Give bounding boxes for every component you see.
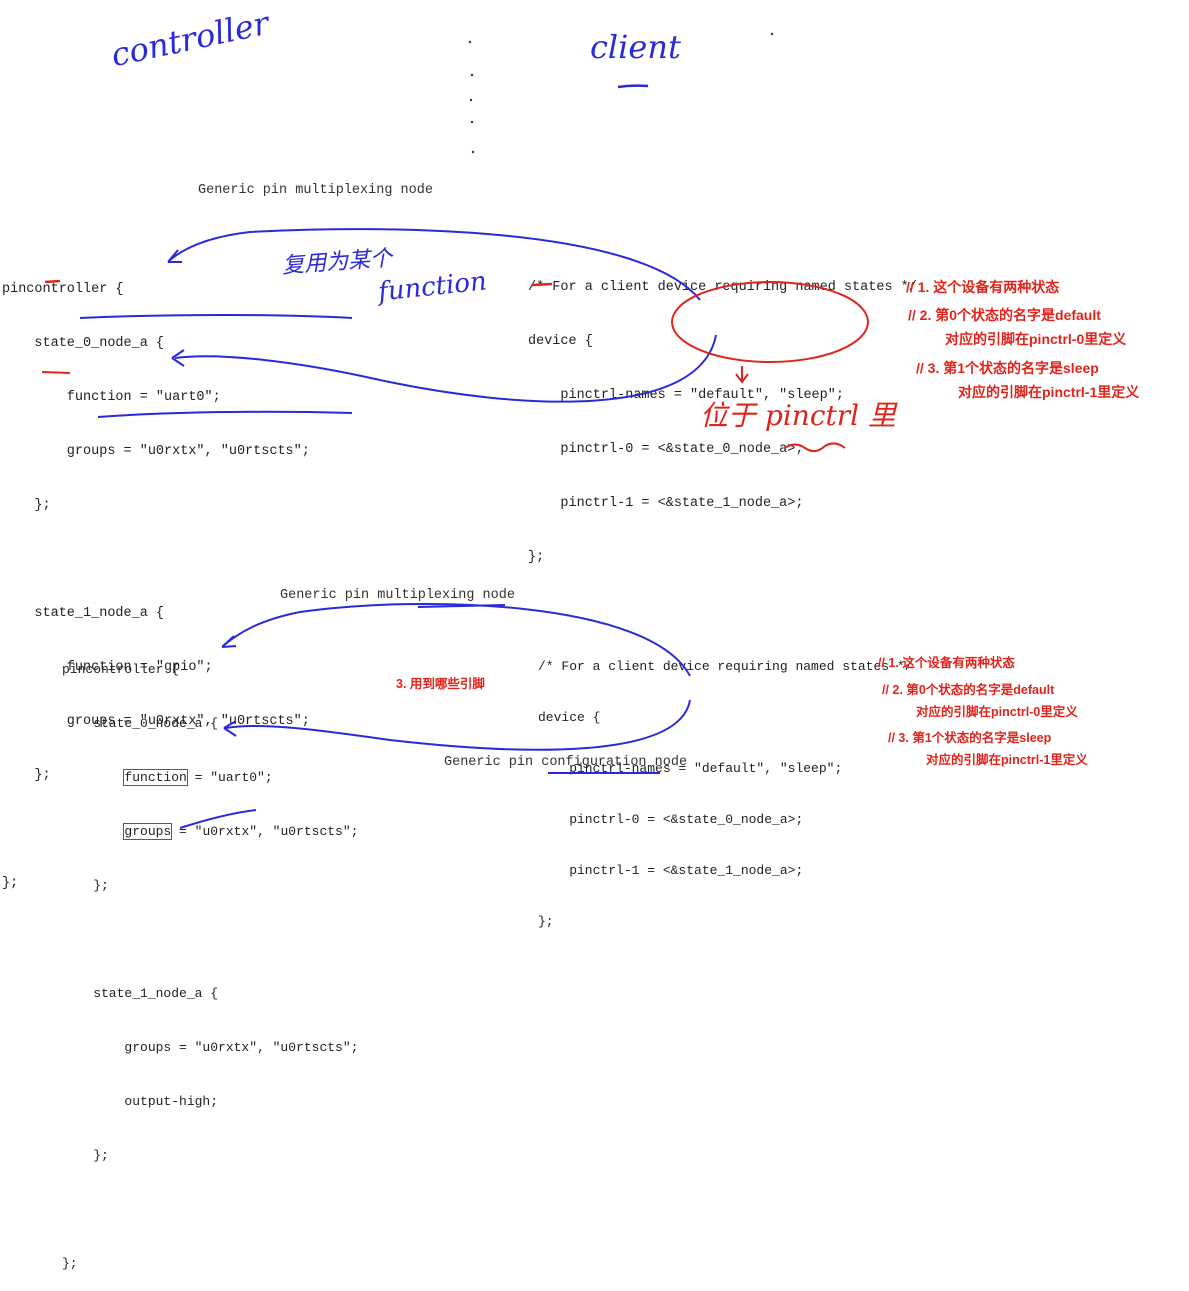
bottom-conf-caption: Generic pin configuration node (444, 755, 688, 770)
top-controller-code: pincontroller { state_0_node_a { functio… (2, 245, 310, 911)
top-client-code: /* For a client device requiring named s… (528, 243, 917, 585)
groups-underline-top-2 (97, 410, 353, 418)
top-mux-caption: Generic pin multiplexing node (198, 183, 433, 198)
client-underline (617, 84, 649, 89)
top-note-2b: 对应的引脚在pinctrl-0里定义 (945, 331, 1127, 347)
bottom-stroke (179, 809, 257, 829)
arrow-state0-top (169, 228, 701, 301)
code-line: pinctrl-1 = <&state_1_node_a>; (528, 496, 804, 511)
arrow-state0-bottom (223, 602, 691, 677)
top-note-1: // 1. 这个设备有两种状态 (906, 279, 1060, 295)
code-line: /* For a client device requiring named s… (528, 280, 917, 295)
handwritten-client-label: client (590, 28, 681, 66)
bottom-note-2: // 2. 第0个状态的名字是default (882, 683, 1055, 697)
code-line (62, 1201, 358, 1219)
code-line: pinctrl-1 = <&state_1_node_a>; (538, 863, 804, 878)
down-arrow (735, 366, 749, 384)
arrowhead (221, 635, 237, 648)
code-line: groups = "u0rxtx", "u0rtscts"; (62, 1040, 359, 1055)
red-tick-state0 (44, 279, 61, 284)
divider-dots (468, 32, 774, 154)
bottom-note-1: // 1. 这个设备有两种状态 (878, 656, 1015, 670)
red-squiggle (784, 442, 846, 452)
code-line: function = "gpio"; (2, 660, 213, 675)
code-line: function = "uart0"; (2, 390, 221, 405)
code-line: groups = "u0rxtx", "u0rtscts"; (2, 444, 310, 459)
code-line: }; (62, 878, 109, 893)
code-line: state_0_node_a { (2, 336, 165, 351)
top-note-3: // 3. 第1个状态的名字是sleep (916, 360, 1099, 376)
code-line (62, 931, 358, 949)
handwritten-located-in-pinctrl: 位于 pinctrl 里 (700, 399, 896, 432)
code-fragment: = "uart0"; (186, 770, 273, 785)
top-note-3b: 对应的引脚在pinctrl-1里定义 (958, 384, 1140, 400)
bottom-mux-caption: Generic pin multiplexing node (280, 588, 515, 603)
arrowhead (171, 349, 185, 367)
arrow-state1-bottom (225, 699, 691, 751)
code-line: device { (528, 334, 593, 349)
code-line: pincontroller { (62, 662, 180, 677)
code-line: state_1_node_a { (2, 606, 165, 621)
top-note-2: // 2. 第0个状态的名字是default (908, 307, 1101, 323)
code-line: state_0_node_a { (62, 716, 219, 731)
code-line: pinctrl-0 = <&state_0_node_a>; (538, 812, 804, 827)
arrow-state1-top (174, 334, 717, 403)
groups-underline-top-1 (79, 314, 353, 319)
bottom-note-2b: 对应的引脚在pinctrl-0里定义 (916, 705, 1078, 719)
code-line: }; (2, 768, 51, 783)
bottom-note-3b: 对应的引脚在pinctrl-1里定义 (926, 753, 1088, 767)
arrowhead (167, 249, 182, 263)
code-line: output-high; (62, 1094, 219, 1109)
pinctrl-ref-ellipse (671, 281, 869, 363)
code-line: }; (538, 914, 554, 929)
function-key-highlight: function (123, 769, 188, 786)
annotation-overlay (41, 32, 869, 829)
red-tick-device (531, 282, 553, 287)
code-line: device { (538, 710, 601, 725)
code-line: state_1_node_a { (62, 986, 219, 1001)
groups-note: 3. 用到哪些引脚 (396, 677, 485, 691)
code-line: pinctrl-names = "default", "sleep"; (528, 388, 844, 403)
code-line: }; (528, 550, 545, 565)
bottom-note-3: // 3. 第1个状态的名字是sleep (888, 731, 1052, 745)
code-line: pincontroller { (2, 282, 124, 297)
red-tick-state1 (41, 371, 71, 374)
code-line: pinctrl-0 = <&state_0_node_a>; (528, 442, 804, 457)
code-line: function = "uart0"; (62, 769, 358, 787)
code-line: /* For a client device requiring named s… (538, 659, 913, 674)
arrowhead (223, 720, 237, 737)
code-line: }; (2, 498, 51, 513)
code-line: }; (62, 1148, 109, 1163)
code-line: }; (62, 1256, 78, 1271)
